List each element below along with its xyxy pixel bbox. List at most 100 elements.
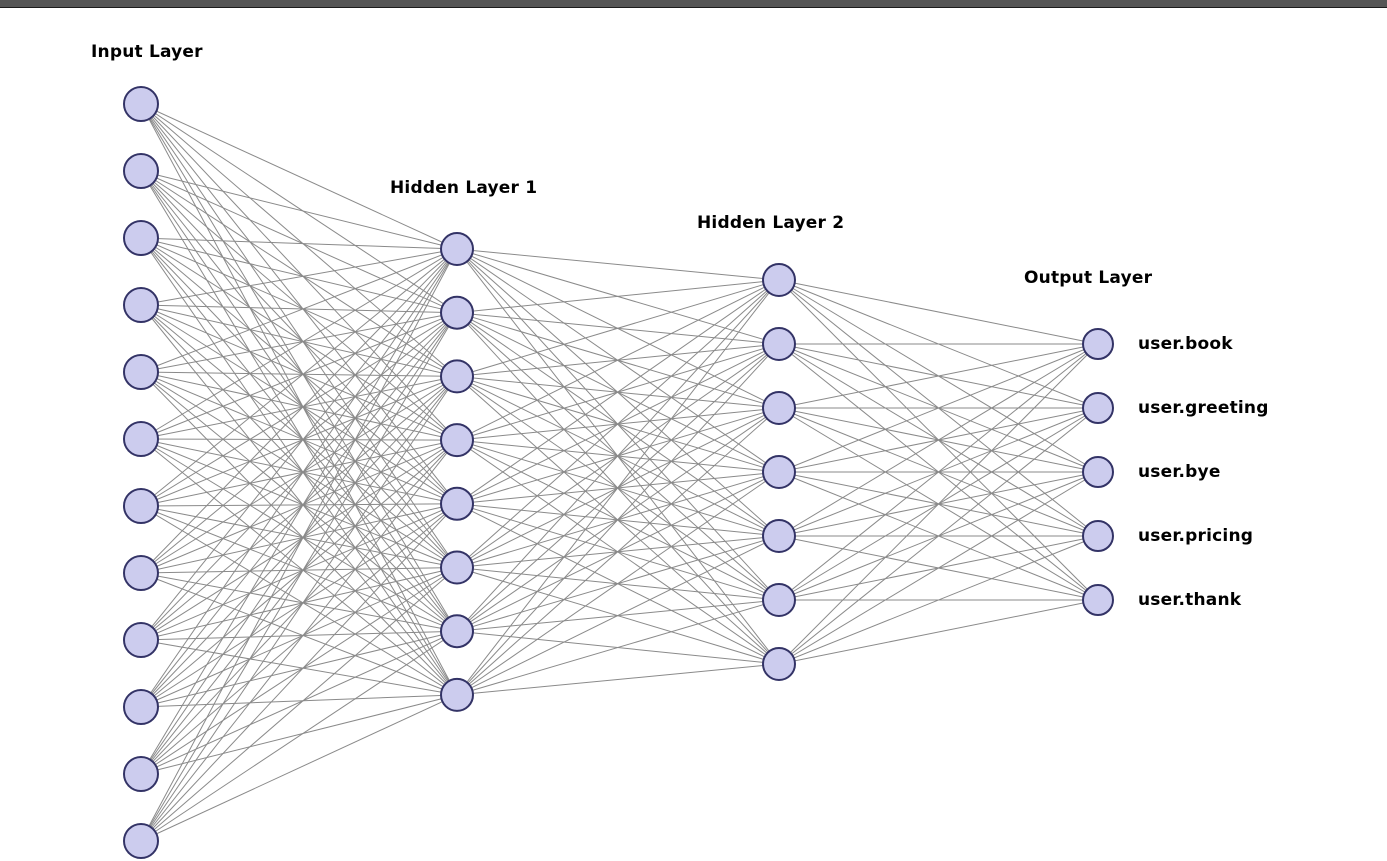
edge-input-to-hidden1 (140, 376, 458, 708)
edge-input-to-hidden1 (140, 170, 458, 696)
node-output-4[interactable] (1082, 520, 1114, 552)
edge-input-to-hidden1 (140, 304, 458, 377)
node-output-2[interactable] (1082, 392, 1114, 424)
edge-input-to-hidden1 (140, 375, 458, 440)
edge-input-to-hidden1 (140, 103, 458, 441)
node-hidden2-4[interactable] (762, 455, 796, 489)
edge-input-to-hidden1 (140, 567, 458, 842)
edge-input-to-hidden1 (140, 375, 458, 507)
edge-input-to-hidden1 (140, 376, 458, 641)
output-label-2: user.greeting (1138, 398, 1269, 418)
edge-hidden1-to-hidden2 (456, 471, 780, 696)
node-hidden2-7[interactable] (762, 647, 796, 681)
node-hidden1-2[interactable] (440, 295, 474, 330)
edge-input-to-hidden1 (140, 505, 458, 632)
edge-input-to-hidden1 (140, 248, 458, 842)
node-input-11[interactable] (123, 756, 159, 792)
node-hidden1-1[interactable] (440, 232, 474, 266)
edge-input-to-hidden1 (140, 572, 458, 696)
output-label-3: user.bye (1138, 462, 1221, 482)
edge-input-to-hidden1 (140, 248, 458, 507)
edge-input-to-hidden1 (140, 103, 458, 568)
node-hidden1-4[interactable] (440, 423, 474, 458)
node-input-9[interactable] (123, 622, 159, 658)
edge-input-to-hidden1 (140, 312, 458, 842)
edge-hidden1-to-hidden2 (456, 535, 780, 696)
node-output-5[interactable] (1082, 584, 1114, 616)
node-hidden1-8[interactable] (440, 677, 474, 712)
edge-input-to-hidden1 (140, 103, 458, 314)
node-input-3[interactable] (123, 220, 159, 256)
edge-input-to-hidden1 (140, 248, 458, 574)
edge-input-to-hidden1 (140, 103, 458, 250)
node-hidden2-3[interactable] (762, 391, 796, 425)
edge-input-to-hidden1 (140, 248, 458, 373)
edge-hidden2-to-output (778, 343, 1099, 473)
layer-title-output: Output Layer (1024, 268, 1153, 288)
edge-input-to-hidden1 (140, 237, 458, 696)
edge-hidden2-to-output (778, 599, 1099, 665)
edge-input-to-hidden1 (140, 312, 458, 507)
node-hidden1-6[interactable] (440, 550, 474, 585)
edge-input-to-hidden1 (140, 312, 458, 775)
edges-group (140, 103, 1099, 842)
node-input-1[interactable] (123, 86, 159, 122)
edge-input-to-hidden1 (140, 376, 458, 775)
edge-input-to-hidden1 (140, 375, 458, 574)
node-input-4[interactable] (123, 287, 159, 323)
node-output-3[interactable] (1082, 456, 1114, 488)
edge-input-to-hidden1 (140, 312, 458, 641)
edge-input-to-hidden1 (140, 170, 458, 377)
edge-hidden1-to-hidden2 (456, 343, 780, 696)
edge-input-to-hidden1 (140, 630, 458, 842)
edge-hidden1-to-hidden2 (456, 279, 780, 696)
edge-input-to-hidden1 (140, 237, 458, 505)
edge-input-to-hidden1 (140, 505, 458, 696)
layer-title-input: Input Layer (91, 42, 203, 62)
output-label-5: user.thank (1138, 590, 1242, 610)
edge-input-to-hidden1 (140, 237, 458, 568)
edge-input-to-hidden1 (140, 439, 458, 507)
node-hidden2-5[interactable] (762, 519, 796, 553)
edge-input-to-hidden1 (140, 503, 458, 708)
node-input-5[interactable] (123, 354, 159, 390)
edge-input-to-hidden1 (140, 312, 458, 440)
edge-input-to-hidden1 (140, 438, 458, 696)
edge-input-to-hidden1 (140, 248, 458, 775)
node-hidden2-2[interactable] (762, 327, 796, 361)
edge-input-to-hidden1 (140, 439, 458, 641)
node-hidden1-7[interactable] (440, 614, 474, 649)
node-hidden1-3[interactable] (440, 359, 474, 394)
edge-input-to-hidden1 (140, 630, 458, 708)
edge-input-to-hidden1 (140, 438, 458, 505)
node-input-10[interactable] (123, 689, 159, 725)
edge-input-to-hidden1 (140, 304, 458, 568)
node-input-12[interactable] (123, 823, 159, 859)
edge-input-to-hidden1 (140, 312, 458, 574)
node-output-1[interactable] (1082, 328, 1114, 360)
window-titlebar (0, 0, 1387, 8)
edge-hidden2-to-output (778, 343, 1099, 537)
node-input-6[interactable] (123, 421, 159, 457)
edge-input-to-hidden1 (140, 639, 458, 696)
edge-input-to-hidden1 (140, 503, 458, 775)
edge-input-to-hidden1 (140, 694, 458, 842)
edge-input-to-hidden1 (140, 312, 458, 373)
edge-input-to-hidden1 (140, 304, 458, 441)
node-hidden2-1[interactable] (762, 263, 796, 297)
edge-input-to-hidden1 (140, 503, 458, 842)
edge-input-to-hidden1 (140, 237, 458, 632)
node-input-7[interactable] (123, 488, 159, 524)
node-input-2[interactable] (123, 153, 159, 189)
edge-input-to-hidden1 (140, 304, 458, 314)
edge-input-to-hidden1 (140, 103, 458, 505)
edge-input-to-hidden1 (140, 438, 458, 568)
edge-hidden2-to-output (778, 407, 1099, 665)
node-hidden1-5[interactable] (440, 486, 474, 521)
node-input-8[interactable] (123, 555, 159, 591)
node-hidden2-6[interactable] (762, 583, 796, 617)
edge-input-to-hidden1 (140, 170, 458, 568)
edge-input-to-hidden1 (140, 237, 458, 377)
